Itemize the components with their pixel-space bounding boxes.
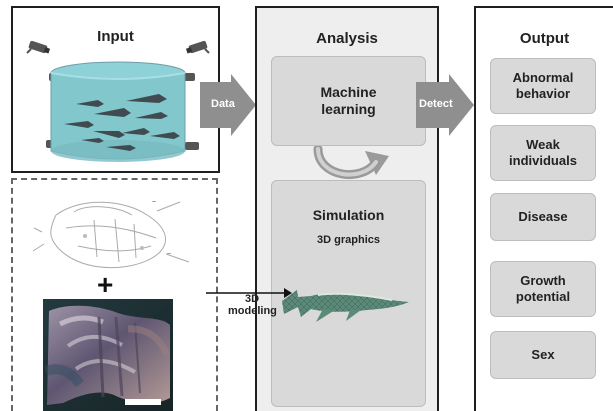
tank-illustration [26, 40, 210, 162]
graphics-label: 3D graphics [317, 234, 380, 246]
output-item-abnormal-behavior: Abnormal behavior [490, 58, 596, 114]
dissection-image [43, 299, 173, 411]
output-label: Sex [531, 346, 555, 362]
analysis-panel: Analysis Machine learning Simulation 3D … [255, 6, 439, 411]
sketch-note-2: ~ [167, 251, 172, 258]
output-label: Weak individuals [509, 136, 577, 168]
camera-icon [185, 40, 210, 54]
output-item-growth-potential: Growth potential [490, 261, 596, 317]
simulation-box: Simulation 3D graphics [271, 180, 426, 407]
data-label: Data [211, 98, 235, 110]
dissection-photo [43, 299, 173, 411]
detect-label: Detect [419, 98, 453, 110]
output-panel: Output Abnormal behavior Weak individual… [474, 6, 613, 411]
modeling-label: 3D modeling [228, 293, 277, 318]
output-item-weak-individuals: Weak individuals [490, 125, 596, 181]
simulation-label: Simulation [312, 207, 385, 223]
feedback-arrow [313, 146, 389, 180]
input-title: Input [97, 28, 134, 45]
detect-arrow [416, 74, 474, 136]
camera-icon [26, 40, 51, 54]
modeling-arrow [206, 288, 292, 298]
sturgeon-3d-model [282, 290, 409, 322]
output-item-disease: Disease [490, 193, 596, 241]
output-title: Output [519, 30, 570, 47]
machine-learning-box: Machine learning [271, 56, 426, 146]
sketch-note-1: ~ [152, 199, 157, 206]
output-label: Growth potential [515, 272, 571, 304]
data-arrow [200, 74, 256, 136]
analysis-title: Analysis [316, 30, 378, 47]
output-item-sex: Sex [490, 331, 596, 379]
fish-sketch-drawing [32, 201, 190, 269]
plus-icon: + [97, 269, 114, 300]
input-panel: Input [11, 6, 220, 173]
output-label: Disease [518, 208, 568, 224]
output-label: Abnormal behavior [512, 69, 574, 101]
machine-learning-label: Machine learning [320, 84, 377, 117]
